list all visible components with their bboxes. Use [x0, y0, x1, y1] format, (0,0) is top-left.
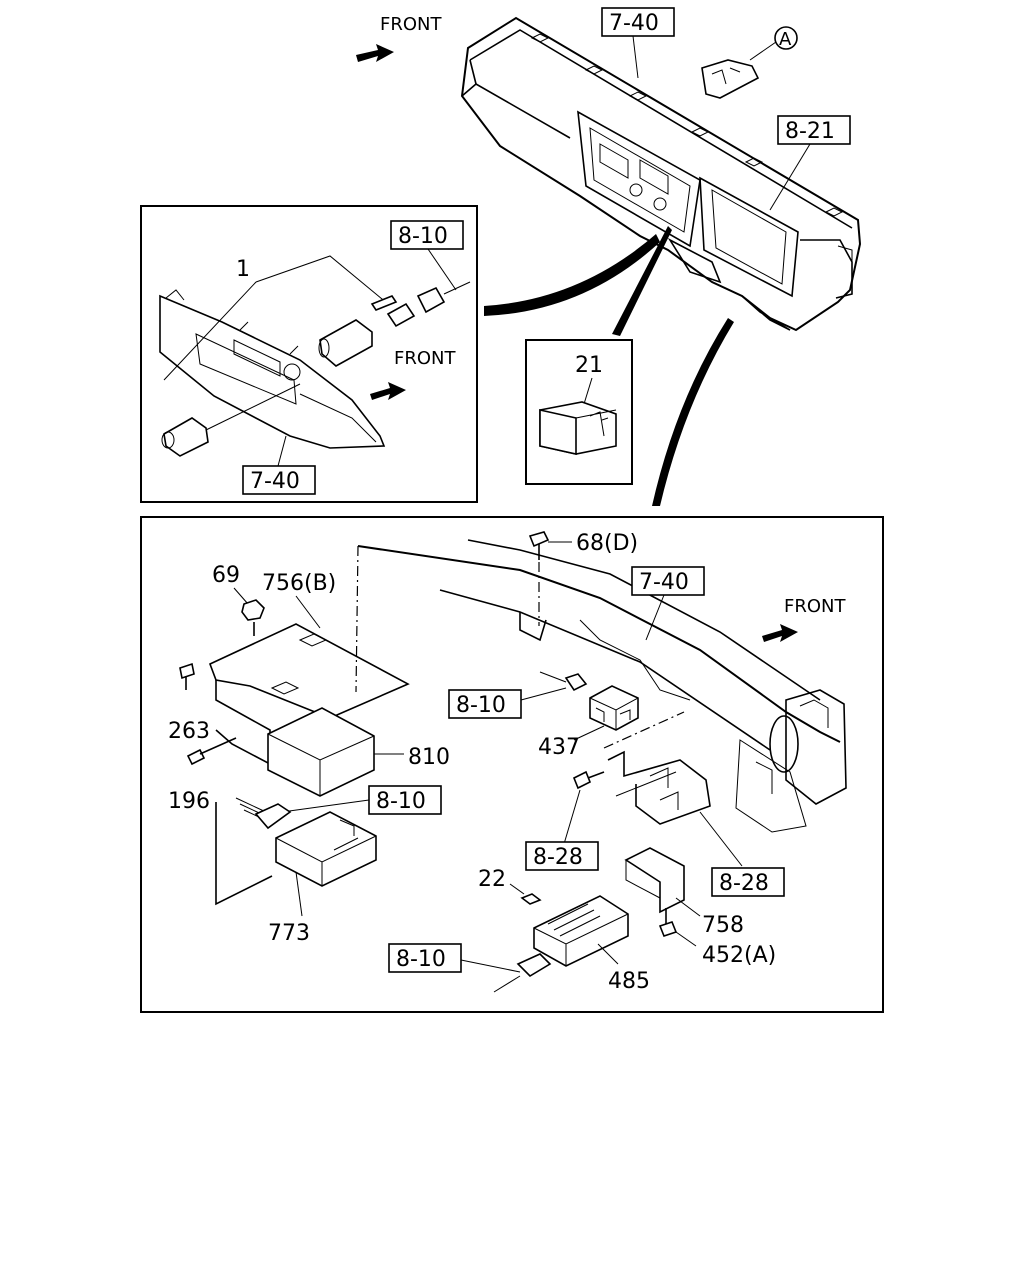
circle-a-label: A	[779, 29, 792, 50]
ref-box-8-28-right	[711, 867, 785, 897]
ref-box-8-21	[777, 115, 851, 145]
part-758-label: 758	[702, 913, 744, 938]
screw-452a-part	[658, 921, 678, 937]
ref-box-8-28-left	[525, 841, 599, 871]
ref-box-8-10-lighter	[390, 220, 464, 250]
lighter-knob-part	[163, 417, 209, 457]
part-21-label: 21	[575, 353, 603, 378]
part-263-label: 263	[168, 719, 210, 744]
ref-box-7-40-lower	[631, 566, 705, 596]
screw-828-part	[572, 770, 592, 790]
part-756b-label: 756(B)	[262, 571, 336, 596]
ref-7-40-top-label: 7-40	[609, 11, 659, 36]
lighter-socket-part	[319, 319, 373, 367]
screw-196-part	[186, 748, 206, 766]
ref-8-28-right-label: 8-28	[719, 871, 769, 896]
part-437-label: 437	[538, 735, 580, 760]
front-arrow-lower	[762, 624, 798, 642]
bracket-756b-part	[208, 623, 410, 719]
screw-263-part	[179, 662, 195, 680]
bolt-68d-part	[528, 531, 550, 548]
leader-to-lower-box	[652, 318, 734, 506]
leader-to-switch-box	[612, 226, 672, 336]
ref-8-21-label: 8-21	[785, 119, 835, 144]
clip-a-part	[701, 59, 760, 99]
ref-8-10-bottom-label: 8-10	[396, 947, 446, 972]
ref-8-10-437-label: 8-10	[456, 693, 506, 718]
front-label-lower: FRONT	[784, 596, 846, 617]
part-69-label: 69	[212, 563, 240, 588]
lighter-detail-panel: 1 8-10 FRONT 7-40	[140, 205, 478, 503]
part-485-label: 485	[608, 969, 650, 994]
lower-assembly-panel: 68(D) 7-40 FRONT 69 756(B) 263	[140, 516, 884, 1013]
ref-8-10-mid-label: 8-10	[376, 789, 426, 814]
ref-8-10-lighter-label: 8-10	[398, 224, 448, 249]
part-773-label: 773	[268, 921, 310, 946]
nut-69-part	[241, 599, 265, 621]
ref-8-28-left-label: 8-28	[533, 845, 583, 870]
ref-box-7-40-lighter	[242, 465, 316, 495]
ref-box-8-10-437	[448, 689, 522, 719]
ref-box-7-40-top	[601, 7, 675, 37]
front-arrow-top	[356, 44, 394, 62]
leader-to-lighter-box	[484, 234, 660, 316]
block-485-part	[533, 895, 629, 967]
part-810-label: 810	[408, 745, 450, 770]
switch-detail-panel: 21	[525, 339, 633, 485]
part-196-label: 196	[168, 789, 210, 814]
ref-7-40-lighter-label: 7-40	[250, 469, 300, 494]
lighter-detail-frame	[140, 205, 478, 503]
part-68d-label: 68(D)	[576, 531, 638, 556]
ref-box-8-10-bottom	[388, 943, 462, 973]
front-label-lighter: FRONT	[394, 348, 456, 369]
ref-7-40-lower-label: 7-40	[639, 570, 689, 595]
bracket-758-part	[624, 847, 685, 914]
part-22-label: 22	[478, 867, 506, 892]
front-label-top: FRONT	[380, 14, 442, 35]
unit-773-part	[275, 811, 377, 887]
relay-437-part	[589, 685, 639, 731]
switch-detail-frame	[525, 339, 633, 485]
part-1-label: 1	[236, 257, 250, 282]
circle-a-callout	[774, 26, 798, 50]
part-452a-label: 452(A)	[702, 943, 776, 968]
unit-810-part	[267, 707, 375, 797]
front-arrow-lighter	[370, 382, 406, 400]
dashboard-overview: FRONT 7-40 8-21	[356, 7, 862, 332]
part-22-shape	[520, 893, 542, 905]
lower-assembly-frame	[140, 516, 884, 1013]
connector-8-10-bottom	[516, 953, 552, 978]
